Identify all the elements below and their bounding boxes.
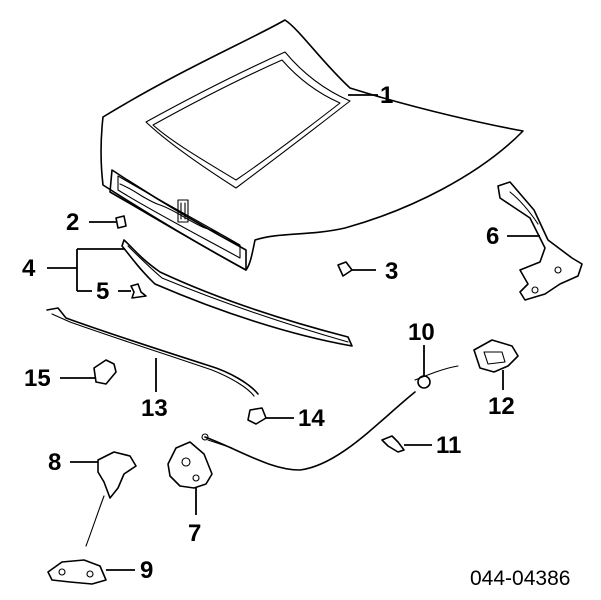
part-cushion [89, 215, 127, 229]
part-hood-hinge [497, 181, 583, 301]
part-lock-support [47, 559, 135, 585]
callout-7: 7 [188, 520, 201, 547]
reference-number: 044-04386 [470, 567, 570, 590]
part-cable-clamp [381, 435, 432, 453]
callout-8: 8 [48, 449, 61, 476]
part-grommet [247, 407, 294, 425]
part-hood-panel [100, 19, 524, 271]
callout-1: 1 [380, 82, 393, 109]
part-hood-lock [167, 441, 213, 515]
callout-12: 12 [488, 393, 515, 420]
callout-13: 13 [141, 395, 168, 422]
part-safety-catch [70, 451, 137, 547]
callout-11: 11 [436, 432, 461, 459]
part-hood-seal [121, 239, 353, 347]
callout-15: 15 [24, 365, 51, 392]
callout-4: 4 [22, 255, 36, 282]
callout-6: 6 [486, 223, 499, 250]
part-support-rod [46, 307, 259, 397]
part-rod-holder [60, 359, 117, 385]
part-hood-cushion [337, 261, 376, 277]
callout-bracket-4-5 [47, 248, 125, 292]
callout-3: 3 [385, 258, 398, 285]
callout-14: 14 [298, 405, 325, 432]
callout-2: 2 [66, 209, 79, 236]
part-release-cable [201, 345, 459, 471]
callout-5: 5 [96, 278, 109, 305]
callout-9: 9 [140, 557, 153, 584]
part-clip [118, 283, 147, 299]
part-release-lever [473, 339, 519, 390]
callout-10: 10 [408, 319, 435, 346]
